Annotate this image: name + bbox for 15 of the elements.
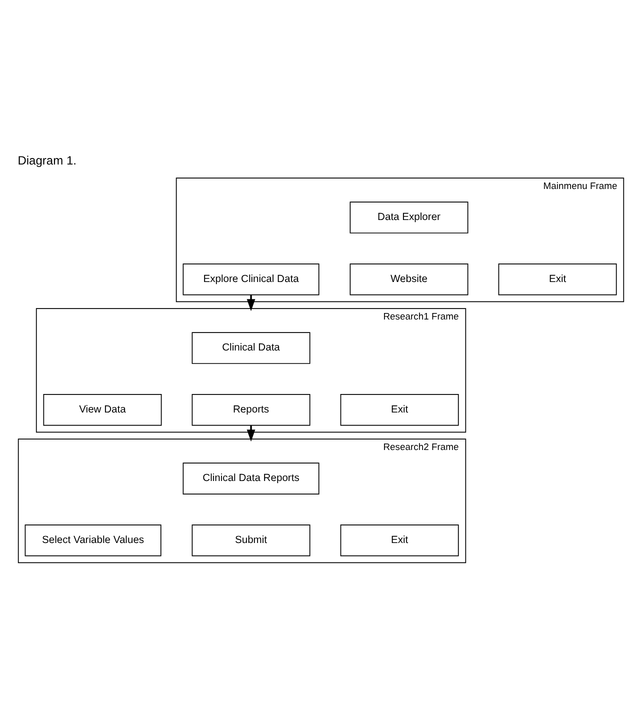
node-box: Submit: [192, 524, 310, 556]
node-box: Select Variable Values: [24, 524, 162, 556]
node-box: View Data: [43, 394, 162, 426]
node-box: Explore Clinical Data: [182, 263, 320, 296]
node-box: Exit: [340, 524, 459, 556]
node-box: Exit: [340, 394, 459, 426]
arrow: [246, 426, 256, 442]
node-box: Exit: [498, 263, 617, 296]
diagram-title: Diagram 1.: [18, 153, 76, 168]
node-box: Data Explorer: [350, 202, 468, 234]
node-box: Website: [350, 263, 468, 296]
node-box: Clinical Data Reports: [182, 462, 320, 494]
arrow: [246, 295, 256, 312]
node-box: Reports: [192, 394, 310, 426]
node-box: Clinical Data: [192, 332, 310, 364]
